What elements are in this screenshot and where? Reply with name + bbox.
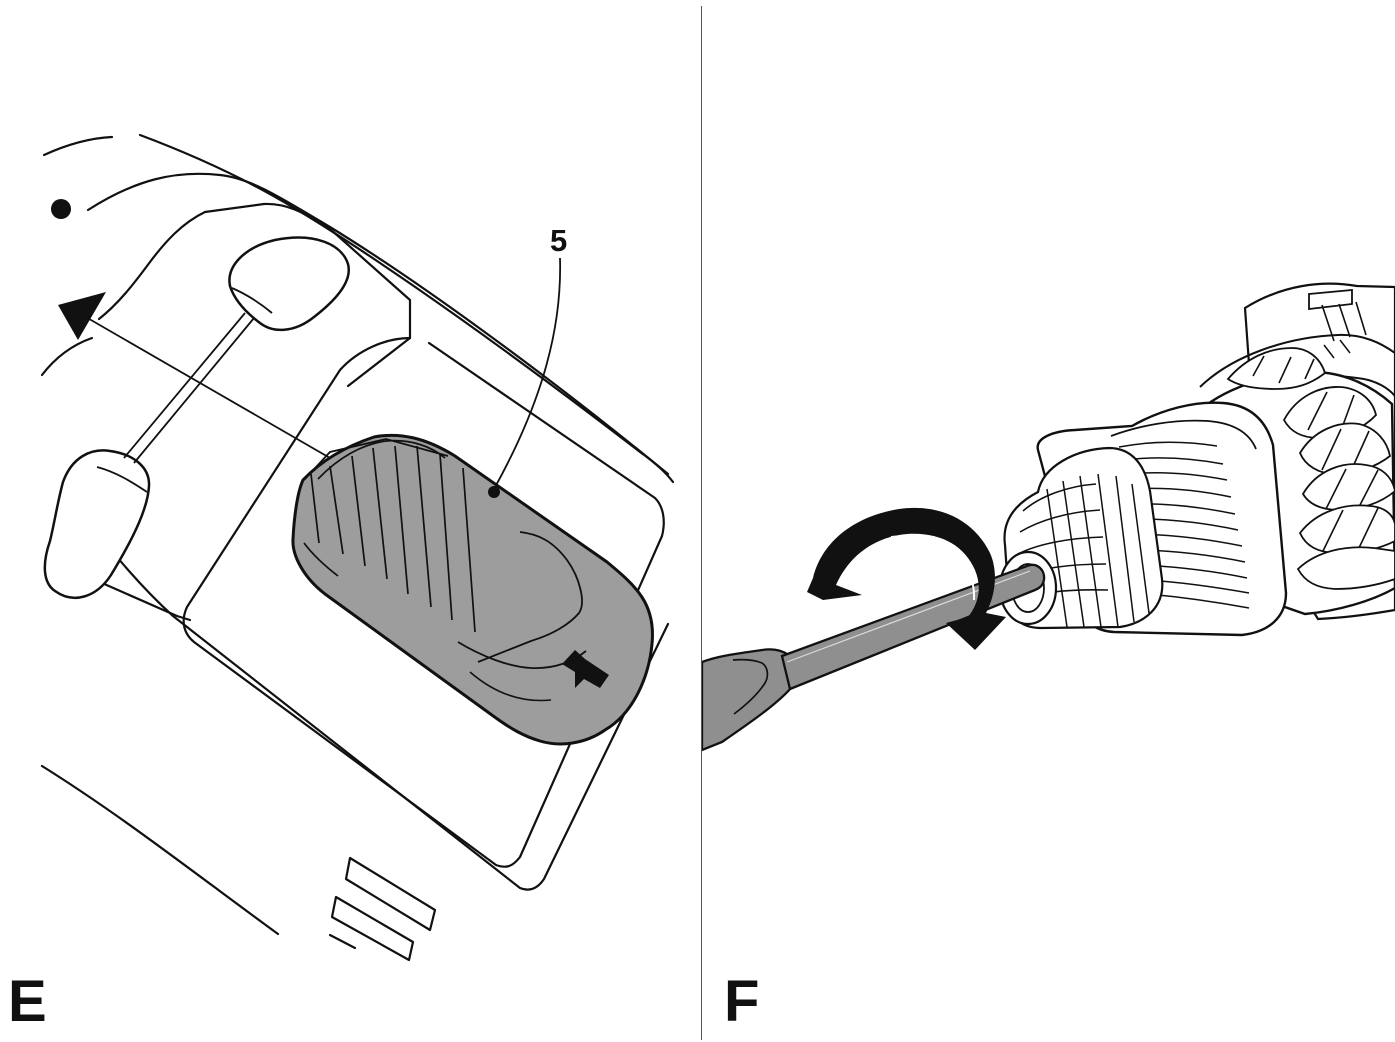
triangle-arrow-icon	[58, 292, 331, 459]
slot-2	[330, 895, 415, 962]
slider-button-upper	[228, 236, 350, 331]
rotation-arrow-icon	[807, 507, 1006, 650]
slider-rod	[123, 312, 255, 464]
lock-symbol-icon	[562, 650, 609, 688]
panel-letter-f: F	[724, 969, 760, 1034]
callout-number: 5	[550, 223, 567, 258]
tool-outer-arc	[42, 135, 114, 157]
panel-letter-e: E	[8, 969, 47, 1034]
panel-divider	[700, 6, 702, 1040]
upper-panel-left	[97, 210, 207, 321]
upper-panel-bottom	[100, 581, 192, 622]
slot-3	[328, 933, 357, 950]
tool-side-arc	[40, 336, 94, 377]
chuck-screw-illustration	[702, 282, 1395, 752]
switch-assembly	[291, 433, 655, 746]
direction-switch-illustration: 5	[40, 133, 675, 962]
dot-icon	[51, 199, 71, 219]
tool-upper-outline	[138, 133, 675, 484]
panel-e: 5 E	[8, 133, 675, 1034]
slot-1	[344, 856, 437, 932]
panel-f: F	[702, 0, 1395, 1042]
tool-inner-outline	[86, 172, 670, 476]
slider-button-lower	[43, 449, 151, 599]
upper-panel-frame	[203, 202, 412, 388]
lower-body-line	[40, 764, 280, 936]
callout-5: 5	[488, 223, 567, 498]
lower-panel-frame	[182, 336, 665, 868]
